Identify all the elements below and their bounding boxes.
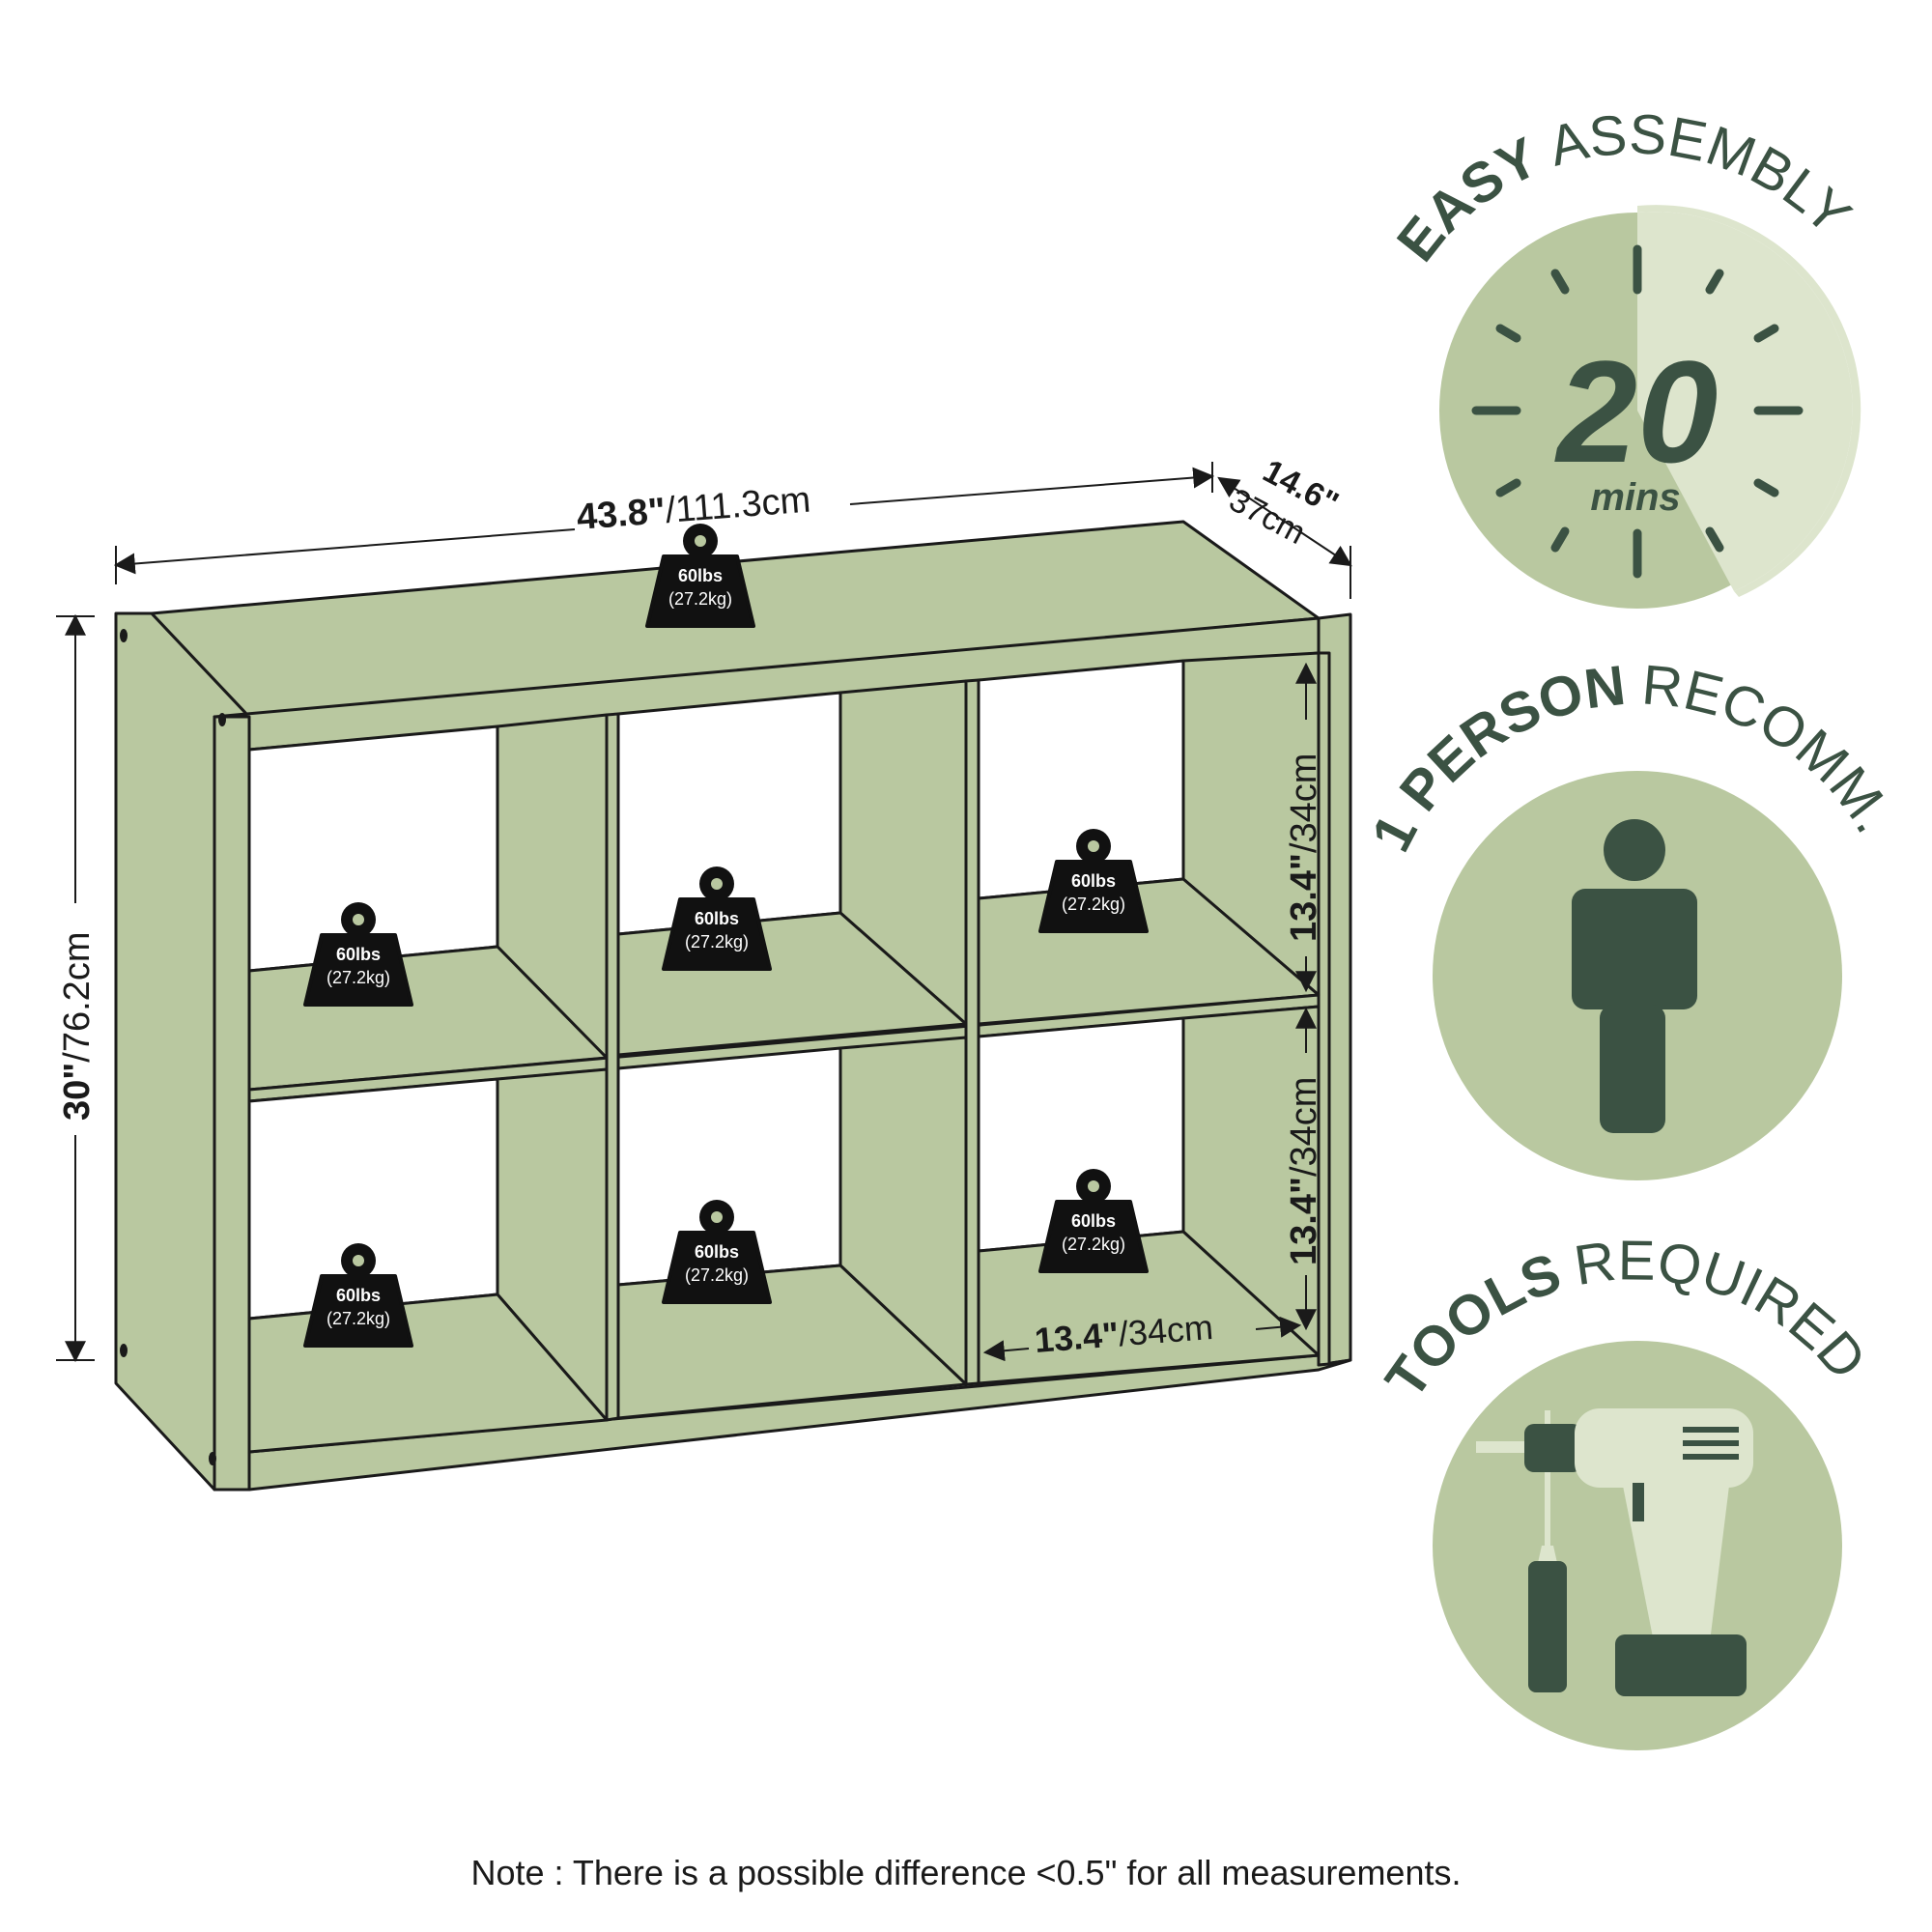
drill-screwdriver-icon: [1476, 1408, 1753, 1696]
svg-text:13.4"/34cm: 13.4"/34cm: [1284, 753, 1324, 942]
svg-text:(27.2kg): (27.2kg): [327, 968, 390, 987]
tools-badge: TOOLSREQUIRED: [1374, 1229, 1878, 1750]
weight-icon: 60lbs (27.2kg): [662, 867, 772, 971]
person-icon: [1572, 819, 1697, 1133]
shelf-left-post: [213, 715, 251, 1492]
weight-icon: 60lbs (27.2kg): [645, 524, 755, 628]
cube-height-bottom-inches: 13.4": [1284, 1177, 1324, 1265]
svg-text:60lbs: 60lbs: [1071, 871, 1116, 891]
svg-text:30"/76.2cm: 30"/76.2cm: [57, 932, 98, 1121]
width-inches: 43.8": [575, 491, 667, 538]
width-cm: /111.3cm: [664, 479, 811, 530]
cube-height-top-cm: /34cm: [1284, 753, 1324, 853]
svg-text:(27.2kg): (27.2kg): [1062, 895, 1125, 914]
height-inches: 30": [57, 1063, 98, 1121]
clock-progress-wedge: [1637, 212, 1853, 591]
svg-text:60lbs: 60lbs: [1071, 1211, 1116, 1231]
svg-text:60lbs: 60lbs: [695, 909, 739, 928]
svg-text:13.4"/34cm: 13.4"/34cm: [1033, 1307, 1214, 1360]
svg-text:43.8"/111.3cm: 43.8"/111.3cm: [575, 479, 811, 537]
measurement-note: Note : There is a possible difference <0…: [470, 1853, 1462, 1892]
easy-assembly-badge: 20 mins EASYASSEMBLY: [1385, 102, 1862, 609]
cube-height-bottom-cm: /34cm: [1284, 1077, 1324, 1177]
svg-text:60lbs: 60lbs: [336, 945, 381, 964]
assembly-unit: mins: [1590, 476, 1680, 519]
dimension-labels: 43.8"/111.3cm 14.6" 37cm 30"/76.2cm 13.4…: [57, 453, 1345, 1360]
svg-text:(27.2kg): (27.2kg): [685, 1265, 749, 1285]
weight-icon: 60lbs (27.2kg): [303, 902, 413, 1007]
svg-text:(27.2kg): (27.2kg): [668, 589, 732, 609]
svg-text:60lbs: 60lbs: [695, 1242, 739, 1262]
width-dimension-line: [113, 528, 576, 575]
svg-text:60lbs: 60lbs: [336, 1286, 381, 1305]
weight-icons: 60lbs (27.2kg) 60lbs (27.2kg) 60lbs (27.…: [303, 524, 1149, 1348]
svg-text:(27.2kg): (27.2kg): [327, 1309, 390, 1328]
cube-width-line: [982, 1340, 1030, 1362]
depth-dimension-line: [1217, 476, 1352, 567]
cube-shelf: [114, 520, 1352, 1492]
svg-text:(27.2kg): (27.2kg): [685, 932, 749, 952]
cube-width-cm: /34cm: [1117, 1307, 1214, 1353]
svg-text:(27.2kg): (27.2kg): [1062, 1235, 1125, 1254]
svg-text:13.4"/34cm: 13.4"/34cm: [1284, 1077, 1324, 1265]
cube-height-top-inches: 13.4": [1284, 853, 1324, 942]
weight-icon: 60lbs (27.2kg): [303, 1243, 413, 1348]
weight-icon: 60lbs (27.2kg): [662, 1200, 772, 1304]
clock-icon: [1471, 244, 1804, 579]
weight-icon: 60lbs (27.2kg): [1038, 1169, 1149, 1273]
cube-width-inches: 13.4": [1033, 1314, 1120, 1360]
height-cm: /76.2cm: [57, 932, 98, 1063]
assembly-minutes: 20: [1554, 330, 1719, 493]
dimension-lines: [56, 462, 1352, 1363]
weight-icon: 60lbs (27.2kg): [1038, 829, 1149, 933]
screw-holes: [120, 629, 226, 1465]
svg-text:60lbs: 60lbs: [678, 566, 723, 585]
